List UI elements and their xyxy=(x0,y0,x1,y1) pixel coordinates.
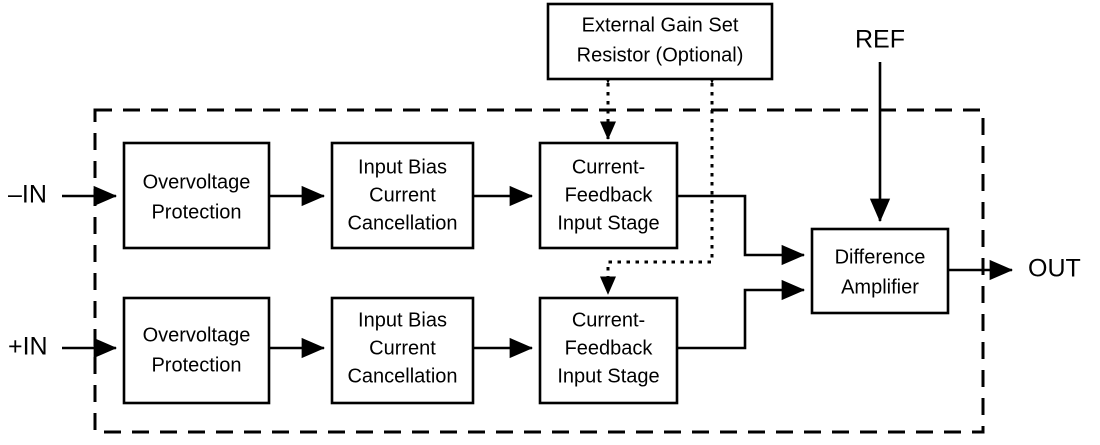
current-feedback-top-line3: Input Stage xyxy=(557,212,659,234)
block-difference-amplifier: Difference Amplifier xyxy=(810,227,950,315)
input-bias-cancellation-bottom-line3: Cancellation xyxy=(347,365,457,387)
block-overvoltage-protection-bottom: Overvoltage Protection xyxy=(122,296,271,405)
external-gain-resistor-box xyxy=(546,2,774,81)
current-feedback-top-line2: Feedback xyxy=(565,184,654,206)
block-external-gain-set-resistor: External Gain Set Resistor (Optional) xyxy=(546,2,774,81)
wire-cf-top-to-diffamp xyxy=(677,194,806,266)
block-input-bias-current-cancellation-top: Input Bias Current Cancellation xyxy=(330,141,475,250)
input-bias-cancellation-bottom-line2: Current xyxy=(369,337,436,359)
input-bias-cancellation-top-line1: Input Bias xyxy=(358,156,447,178)
overvoltage-protection-bottom-line2: Protection xyxy=(151,354,241,376)
overvoltage-protection-top-box xyxy=(122,141,271,250)
input-bias-cancellation-bottom-line1: Input Bias xyxy=(358,309,447,331)
port-label-out: OUT xyxy=(1028,255,1081,283)
block-current-feedback-input-stage-bottom: Current- Feedback Input Stage xyxy=(538,296,679,405)
input-bias-cancellation-bottom-box xyxy=(330,296,475,405)
external-gain-resistor-line2: Resistor (Optional) xyxy=(577,44,744,66)
block-current-feedback-input-stage-top: Current- Feedback Input Stage xyxy=(538,141,679,250)
port-label-ref: REF xyxy=(855,26,905,54)
input-bias-cancellation-top-line3: Cancellation xyxy=(347,212,457,234)
port-label-minus-in: –IN xyxy=(8,181,47,209)
current-feedback-bottom-box xyxy=(538,296,679,405)
input-bias-cancellation-top-line2: Current xyxy=(369,184,436,206)
current-feedback-top-box xyxy=(538,141,679,250)
current-feedback-bottom-line2: Feedback xyxy=(565,337,654,359)
block-overvoltage-protection-top: Overvoltage Protection xyxy=(122,141,271,250)
wire-cf-bottom-to-diffamp xyxy=(677,279,806,350)
current-feedback-bottom-line3: Input Stage xyxy=(557,365,659,387)
overvoltage-protection-bottom-line1: Overvoltage xyxy=(143,324,251,346)
current-feedback-bottom-line1: Current- xyxy=(572,309,645,331)
difference-amplifier-line1: Difference xyxy=(835,246,926,268)
overvoltage-protection-top-line1: Overvoltage xyxy=(143,171,251,193)
difference-amplifier-line2: Amplifier xyxy=(841,276,919,298)
external-gain-resistor-line1: External Gain Set xyxy=(582,14,739,36)
difference-amplifier-box xyxy=(810,227,950,315)
current-feedback-top-line1: Current- xyxy=(572,156,645,178)
input-bias-cancellation-top-box xyxy=(330,141,475,250)
port-label-plus-in: +IN xyxy=(8,333,48,361)
dotwire-resistor-to-cf-bottom xyxy=(599,65,721,295)
overvoltage-protection-top-line2: Protection xyxy=(151,201,241,223)
overvoltage-protection-bottom-box xyxy=(122,296,271,405)
block-input-bias-current-cancellation-bottom: Input Bias Current Cancellation xyxy=(330,296,475,405)
